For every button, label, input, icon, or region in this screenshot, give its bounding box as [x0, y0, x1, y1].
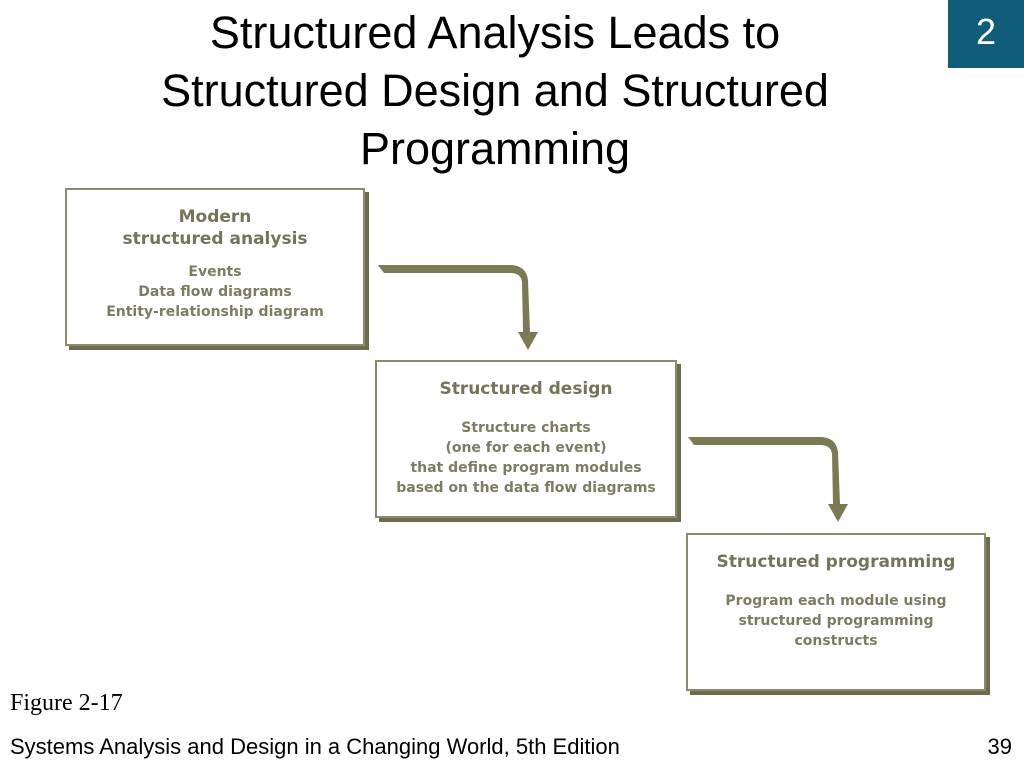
arrow-analysis-to-design-icon [378, 265, 538, 350]
box-heading: Structured design [377, 378, 675, 400]
box-body: Program each module using structured pro… [688, 591, 984, 651]
box-modern-structured-analysis: Modern structured analysis Events Data f… [65, 188, 365, 346]
body-line: Data flow diagrams [138, 284, 292, 300]
arrow-design-to-programming-icon [688, 437, 848, 522]
body-line: structured programming [738, 613, 934, 629]
heading-line: Structured design [439, 379, 613, 399]
chapter-badge: 2 [948, 0, 1024, 68]
title-line-2: Structured Design and Structured [161, 65, 829, 116]
box-body: Structure charts (one for each event) th… [377, 418, 675, 498]
body-line: Program each module using [725, 593, 947, 609]
body-line: that define program modules [410, 460, 642, 476]
box-heading: Modern structured analysis [67, 206, 363, 250]
body-line: Events [188, 264, 242, 280]
body-line: based on the data flow diagrams [396, 480, 656, 496]
footer-text: Systems Analysis and Design in a Changin… [10, 734, 620, 759]
heading-line: Modern [178, 207, 252, 227]
title-line-1: Structured Analysis Leads to [209, 7, 781, 58]
box-structured-design: Structured design Structure charts (one … [375, 360, 677, 518]
figure-label: Figure 2-17 [10, 690, 123, 716]
body-line: Structure charts [461, 420, 591, 436]
page-number: 39 [987, 734, 1012, 759]
title-line-3: Programming [359, 123, 631, 174]
body-line: constructs [794, 633, 878, 649]
body-line: Entity-relationship diagram [106, 304, 324, 320]
heading-line: structured analysis [122, 229, 308, 249]
slide-title: Structured Analysis Leads to Structured … [60, 4, 930, 178]
box-structured-programming: Structured programming Program each modu… [686, 533, 986, 691]
body-line: (one for each event) [445, 440, 607, 456]
heading-line: Structured programming [716, 552, 956, 572]
box-body: Events Data flow diagrams Entity-relatio… [67, 262, 363, 322]
box-heading: Structured programming [688, 551, 984, 573]
